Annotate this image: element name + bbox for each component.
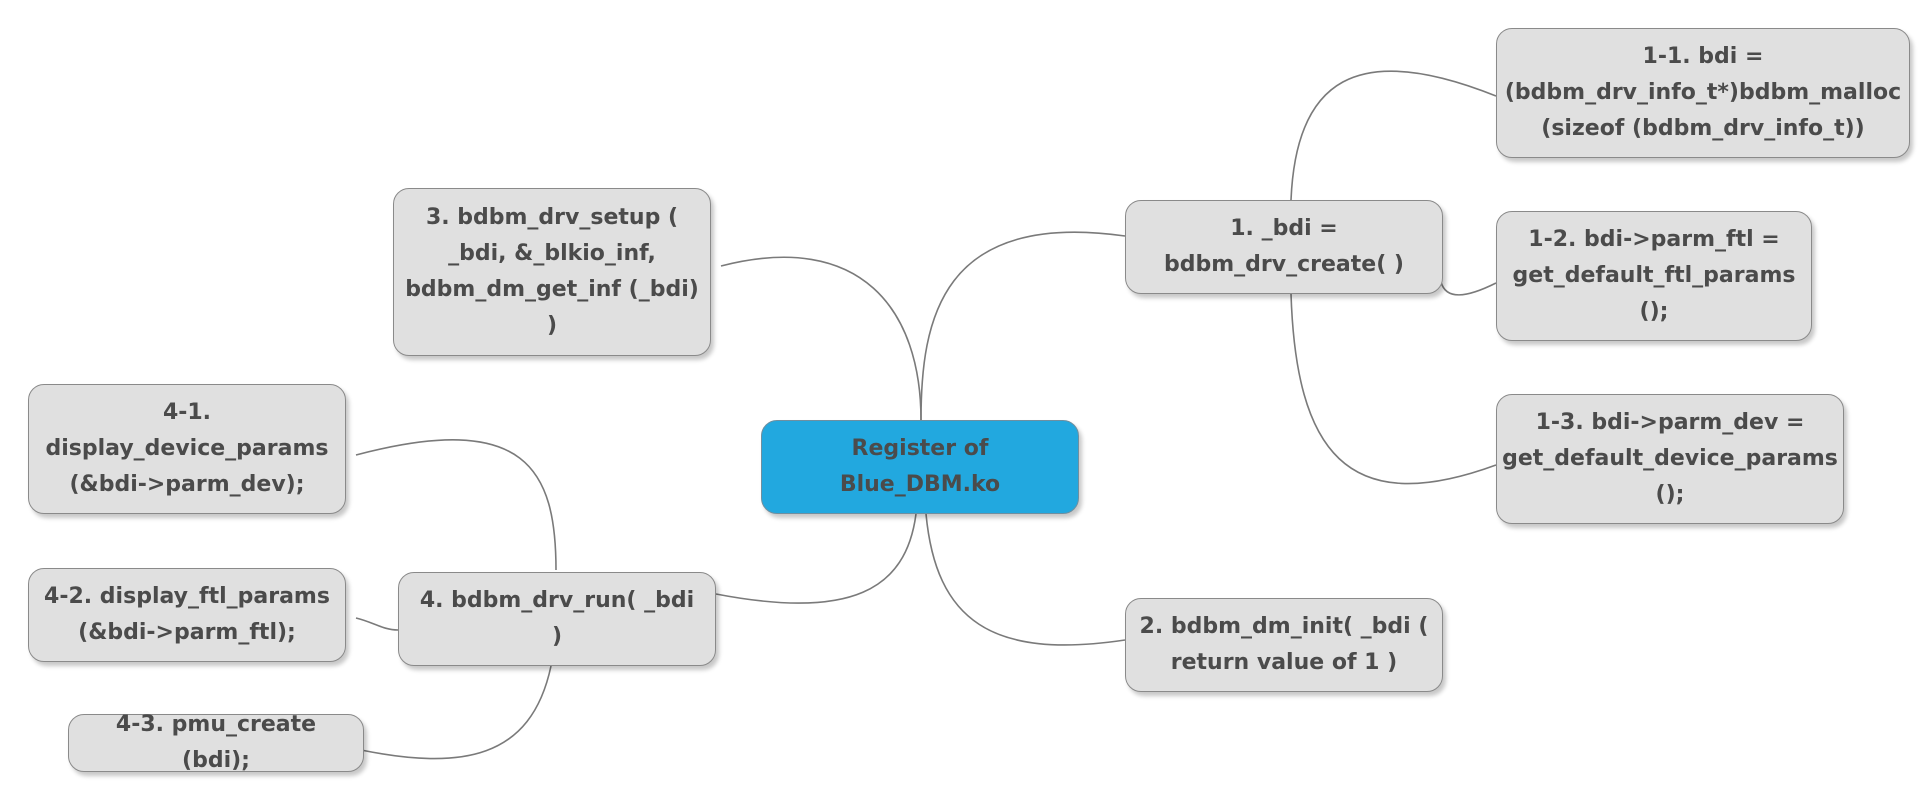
node-1-2-label: 1-2. bdi->parm_ftl = get_default_ftl_par…	[1512, 227, 1796, 324]
node-3[interactable]: 3. bdbm_drv_setup ( _bdi, &_blkio_inf, b…	[393, 188, 711, 356]
central-node[interactable]: Register of Blue_DBM.ko	[761, 420, 1079, 514]
connector-central-to-4	[715, 513, 917, 604]
connector-4-to-4-3	[360, 665, 552, 760]
node-4-3[interactable]: 4-3. pmu_create (bdi);	[68, 712, 364, 773]
connector-central-to-1	[920, 231, 1126, 421]
connector-4-to-4-1	[355, 439, 557, 571]
node-1-label: 1. _bdi = bdbm_drv_create( )	[1164, 216, 1404, 277]
node-4-3-label: 4-3. pmu_create (bdi);	[115, 712, 317, 773]
connector-1-to-1-2	[1440, 281, 1497, 296]
node-2-label: 2. bdbm_dm_init( _bdi ( return value of …	[1139, 614, 1429, 675]
node-4[interactable]: 4. bdbm_drv_run( _bdi )	[398, 572, 716, 666]
node-1-3[interactable]: 1-3. bdi->parm_dev = get_default_device_…	[1496, 394, 1844, 524]
connector-central-to-3	[720, 256, 922, 421]
node-2[interactable]: 2. bdbm_dm_init( _bdi ( return value of …	[1125, 598, 1443, 692]
connector-1-to-1-1	[1290, 70, 1497, 201]
connector-central-to-2	[925, 513, 1126, 646]
node-1[interactable]: 1. _bdi = bdbm_drv_create( )	[1125, 200, 1443, 294]
node-1-1-label: 1-1. bdi = (bdbm_drv_info_t*)bdbm_malloc…	[1504, 44, 1902, 141]
node-1-1[interactable]: 1-1. bdi = (bdbm_drv_info_t*)bdbm_malloc…	[1496, 28, 1910, 158]
node-4-2-label: 4-2. display_ftl_params (&bdi->parm_ftl)…	[44, 584, 330, 645]
connector-1-to-1-3	[1290, 293, 1497, 485]
node-4-1[interactable]: 4-1. display_device_params (&bdi->parm_d…	[28, 384, 346, 514]
node-1-2[interactable]: 1-2. bdi->parm_ftl = get_default_ftl_par…	[1496, 211, 1812, 341]
node-4-label: 4. bdbm_drv_run( _bdi )	[419, 588, 695, 649]
node-4-1-label: 4-1. display_device_params (&bdi->parm_d…	[45, 400, 329, 497]
node-4-2[interactable]: 4-2. display_ftl_params (&bdi->parm_ftl)…	[28, 568, 346, 662]
node-3-label: 3. bdbm_drv_setup ( _bdi, &_blkio_inf, b…	[405, 205, 699, 338]
central-node-label: Register of Blue_DBM.ko	[839, 436, 1001, 497]
connector-4-to-4-2	[355, 617, 399, 631]
node-1-3-label: 1-3. bdi->parm_dev = get_default_device_…	[1502, 410, 1838, 507]
